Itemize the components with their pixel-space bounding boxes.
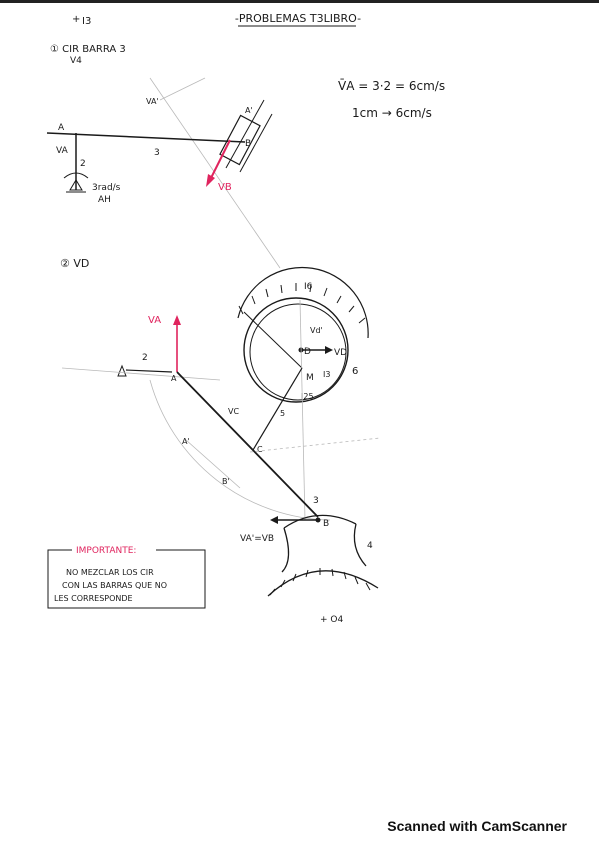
label-I25: I25	[301, 392, 314, 401]
label-C: C	[257, 445, 263, 454]
problem1-subheading: V4	[70, 56, 82, 66]
disk-6-inner	[249, 303, 347, 401]
rotation-arrow-icon	[63, 172, 89, 179]
construction-line	[159, 77, 206, 101]
label-VA-prime: VA'	[146, 97, 159, 106]
construction-dashed-line	[249, 437, 381, 453]
construction-arc	[149, 379, 331, 521]
label-B-p2: B	[323, 519, 329, 529]
label-VC: VC	[228, 407, 239, 416]
problem2-heading: ② VD	[60, 257, 89, 270]
label-I3-circle: I3	[323, 370, 330, 379]
gear-4-top-arc	[283, 514, 357, 529]
disk-6-outer	[243, 297, 349, 403]
label-A-p2: A	[171, 374, 177, 383]
label-A-prime: A'	[245, 106, 253, 115]
scanner-watermark: Scanned with CamScanner	[387, 818, 567, 834]
note-title: IMPORTANTE:	[76, 546, 136, 556]
note-title-bg	[72, 544, 156, 556]
page-top-edge	[0, 0, 599, 3]
scale-equation: 1cm → 6cm/s	[352, 106, 432, 120]
bar-2-segment	[125, 369, 173, 373]
ground-pivot-icon	[69, 179, 83, 191]
velocity-equation: V̄A = 3·2 = 6cm/s	[338, 79, 445, 93]
label-M: M	[306, 373, 314, 383]
construction-line	[299, 299, 306, 521]
gear-4-teeth	[269, 568, 371, 596]
label-VB: VB	[218, 182, 232, 193]
va-arrow-head-icon	[173, 315, 181, 325]
label-bar-4: 4	[367, 541, 373, 551]
label-A: A	[58, 123, 65, 133]
gear-4-left-side	[281, 527, 290, 573]
label-bar-2: 2	[80, 159, 86, 169]
bar-5-line	[252, 367, 303, 451]
label-VA-p2: VA	[148, 315, 161, 326]
construction-line	[149, 77, 281, 269]
label-bar-6: 6	[352, 366, 358, 377]
label-bar2-p2: 2	[142, 353, 148, 363]
gear-4-bottom-arc	[267, 570, 379, 597]
label-B-prime: B'	[222, 477, 230, 486]
label-Vd-prime: Vd'	[310, 326, 323, 335]
vb-arrow-head-icon	[206, 174, 215, 187]
note-line-3: LES CORRESPONDE	[54, 594, 133, 603]
i3-marker-label: I3	[82, 16, 91, 27]
note-line-2: CON LAS BARRAS QUE NO	[62, 581, 167, 590]
slider-block	[219, 114, 261, 166]
bar-3-line	[46, 132, 246, 143]
label-omega-dir: AH	[98, 195, 111, 205]
label-bar3-p2: 3	[313, 496, 319, 506]
label-bar-5: 5	[280, 409, 285, 418]
vb-arrow-line	[209, 139, 231, 181]
label-omega: 3rad/s	[92, 183, 121, 193]
pivot-A-ground-icon	[117, 364, 127, 377]
disk-radius-line	[243, 311, 303, 369]
i3-cross: +	[72, 14, 80, 25]
label-I6: I6	[304, 282, 313, 292]
label-O4: + O4	[320, 615, 343, 625]
note-line-1: NO MEZCLAR LOS CIR	[66, 568, 154, 577]
construction-line	[61, 367, 221, 381]
gear-6-arc	[237, 266, 369, 339]
label-VD: VD	[334, 348, 347, 358]
label-D: D	[304, 347, 311, 357]
gear-6-teeth	[238, 283, 366, 324]
page-title: -PROBLEMAS T3LIBRO-	[235, 12, 361, 25]
label-VA-eq-VB: VA'=VB	[240, 534, 274, 544]
construction-line	[185, 439, 241, 489]
label-A-prime-p2: A'	[182, 437, 190, 446]
gear-4-right-side	[353, 523, 367, 567]
vb-velocity-arrow-icon	[270, 516, 278, 524]
label-B: B	[245, 139, 251, 149]
bar-3-main	[176, 371, 319, 518]
slider-guide-line	[225, 99, 265, 169]
label-VA: VA	[56, 146, 69, 156]
problem1-heading: ① CIR BARRA 3	[50, 44, 126, 55]
vd-arrow-head-icon	[325, 346, 333, 354]
label-bar-3: 3	[154, 148, 160, 158]
slider-guide-line	[239, 113, 273, 173]
